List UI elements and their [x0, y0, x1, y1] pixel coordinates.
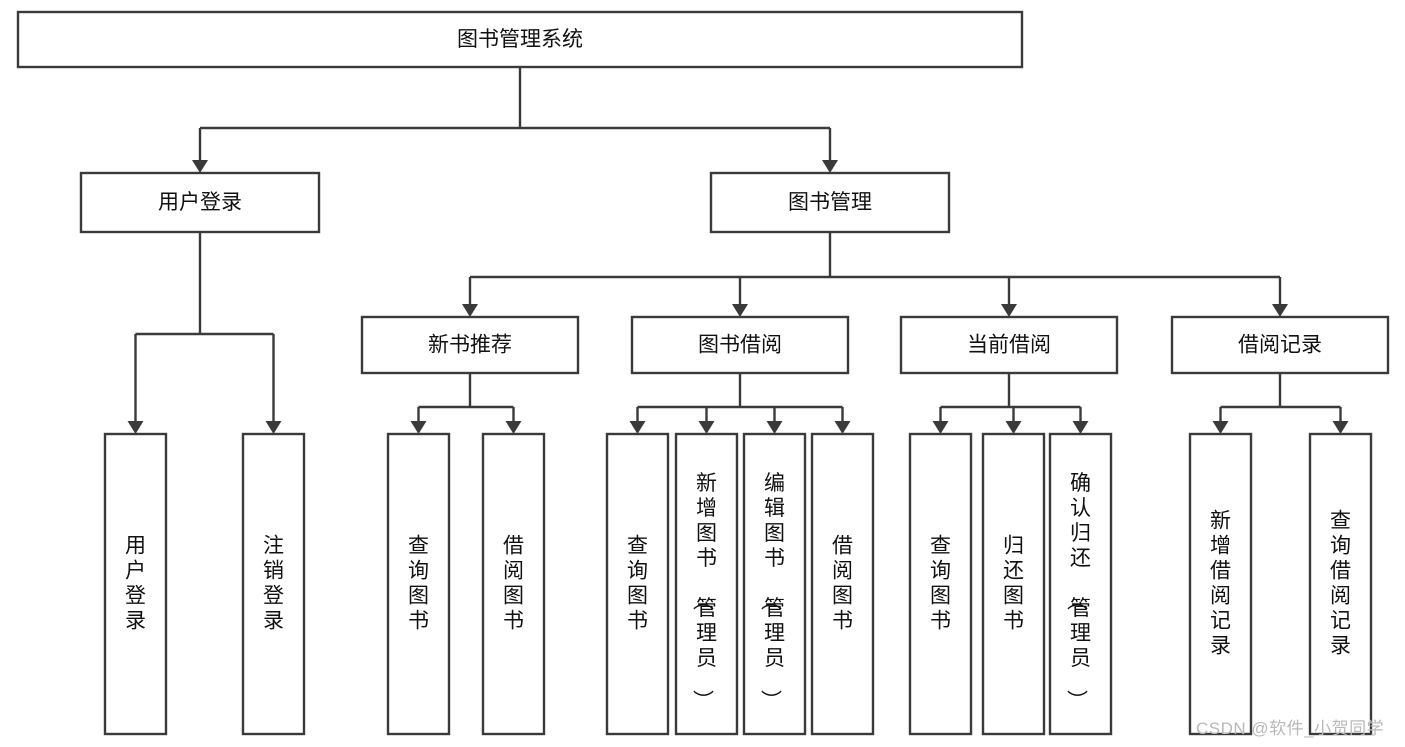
node-label-leaf-borrow-book-1: 借阅图书 [503, 534, 524, 632]
node-leaf-user-login[interactable]: 用户登录 [103, 432, 168, 736]
node-book-borrow[interactable]: 图书借阅 [630, 315, 850, 375]
node-borrow-record[interactable]: 借阅记录 [1170, 315, 1390, 375]
nodes-layer: 图书管理系统用户登录图书管理新书推荐图书借阅当前借阅借阅记录用户登录注销登录查询… [16, 10, 1390, 736]
arrow-head-leaf-query-book-2 [629, 421, 646, 434]
arrow-head-leaf-query-record [1332, 421, 1349, 434]
arrow-head-leaf-add-record [1212, 421, 1229, 434]
node-label-leaf-query-book-3: 查询图书 [930, 534, 951, 632]
node-box-leaf-query-record [1308, 432, 1373, 736]
arrow-head-leaf-borrow-book-1 [505, 421, 522, 434]
arrow-head-leaf-query-book-1 [410, 421, 427, 434]
node-label-leaf-query-record: 查询借阅记录 [1330, 509, 1351, 657]
arrow-head-new-book-rec [462, 304, 478, 317]
node-label-leaf-add-record: 新增借阅记录 [1210, 509, 1231, 657]
node-box-leaf-return-book [981, 432, 1046, 736]
node-leaf-borrow-book-1[interactable]: 借阅图书 [481, 432, 546, 736]
node-box-leaf-add-record [1188, 432, 1253, 736]
arrow-head-user-login [192, 160, 208, 173]
node-label-current-borrow: 当前借阅 [967, 334, 1051, 357]
node-box-leaf-add-book [674, 432, 739, 736]
node-box-borrow-record [1170, 315, 1390, 375]
node-box-leaf-borrow-book-2 [810, 432, 875, 736]
node-label-leaf-query-book-1: 查询图书 [408, 534, 429, 632]
arrow-head-leaf-user-login [127, 421, 144, 434]
node-label-leaf-edit-book: 编辑图书（管理员） [759, 472, 785, 711]
arrow-head-leaf-edit-book [766, 421, 783, 434]
node-box-root [16, 10, 1024, 69]
node-label-book-manage: 图书管理 [788, 191, 872, 214]
node-book-manage[interactable]: 图书管理 [709, 171, 951, 234]
node-label-leaf-confirm-return: 确认归还（管理员） [1065, 472, 1091, 711]
arrow-head-leaf-query-book-3 [932, 421, 949, 434]
node-leaf-query-book-1[interactable]: 查询图书 [386, 432, 451, 736]
node-leaf-user-logout[interactable]: 注销登录 [241, 432, 306, 736]
node-label-root: 图书管理系统 [457, 28, 583, 51]
csdn-watermark: CSDN @软件_小贺同学 [1196, 719, 1385, 738]
node-box-leaf-query-book-3 [908, 432, 973, 736]
node-leaf-edit-book[interactable]: 编辑图书（管理员） [742, 432, 807, 736]
node-leaf-borrow-book-2[interactable]: 借阅图书 [810, 432, 875, 736]
node-leaf-query-book-2[interactable]: 查询图书 [605, 432, 670, 736]
node-label-leaf-return-book: 归还图书 [1003, 534, 1024, 632]
node-leaf-add-record[interactable]: 新增借阅记录 [1188, 432, 1253, 736]
node-leaf-query-record[interactable]: 查询借阅记录 [1308, 432, 1373, 736]
node-label-user-login: 用户登录 [158, 191, 242, 214]
node-box-current-borrow [899, 315, 1119, 375]
arrow-head-book-manage [822, 160, 838, 173]
arrow-head-borrow-record [1272, 304, 1288, 317]
arrow-head-leaf-return-book [1005, 421, 1022, 434]
node-label-leaf-add-book: 新增图书（管理员） [691, 472, 717, 711]
arrow-head-book-borrow [732, 304, 748, 317]
node-leaf-return-book[interactable]: 归还图书 [981, 432, 1046, 736]
node-user-login[interactable]: 用户登录 [79, 171, 321, 234]
node-box-leaf-user-login [103, 432, 168, 736]
node-box-leaf-borrow-book-1 [481, 432, 546, 736]
node-leaf-add-book[interactable]: 新增图书（管理员） [674, 432, 739, 736]
node-leaf-confirm-return[interactable]: 确认归还（管理员） [1048, 432, 1113, 736]
node-box-new-book-rec [360, 315, 580, 375]
node-box-leaf-confirm-return [1048, 432, 1113, 736]
node-box-leaf-edit-book [742, 432, 807, 736]
node-leaf-query-book-3[interactable]: 查询图书 [908, 432, 973, 736]
arrow-head-current-borrow [1001, 304, 1017, 317]
node-root[interactable]: 图书管理系统 [16, 10, 1024, 69]
node-new-book-rec[interactable]: 新书推荐 [360, 315, 580, 375]
arrow-head-leaf-confirm-return [1072, 421, 1089, 434]
node-box-leaf-user-logout [241, 432, 306, 736]
node-label-leaf-user-logout: 注销登录 [263, 534, 284, 632]
connectors-layer [127, 67, 1349, 434]
node-label-new-book-rec: 新书推荐 [428, 334, 512, 357]
arrow-head-leaf-borrow-book-2 [834, 421, 851, 434]
node-label-borrow-record: 借阅记录 [1238, 334, 1322, 357]
node-label-leaf-query-book-2: 查询图书 [627, 534, 648, 632]
arrow-head-leaf-add-book [698, 421, 715, 434]
node-box-book-manage [709, 171, 951, 234]
node-box-leaf-query-book-2 [605, 432, 670, 736]
node-label-book-borrow: 图书借阅 [698, 334, 782, 357]
node-label-leaf-borrow-book-2: 借阅图书 [832, 534, 853, 632]
node-current-borrow[interactable]: 当前借阅 [899, 315, 1119, 375]
node-box-user-login [79, 171, 321, 234]
node-box-book-borrow [630, 315, 850, 375]
arrow-head-leaf-user-logout [265, 421, 282, 434]
node-box-leaf-query-book-1 [386, 432, 451, 736]
node-label-leaf-user-login: 用户登录 [125, 534, 146, 632]
